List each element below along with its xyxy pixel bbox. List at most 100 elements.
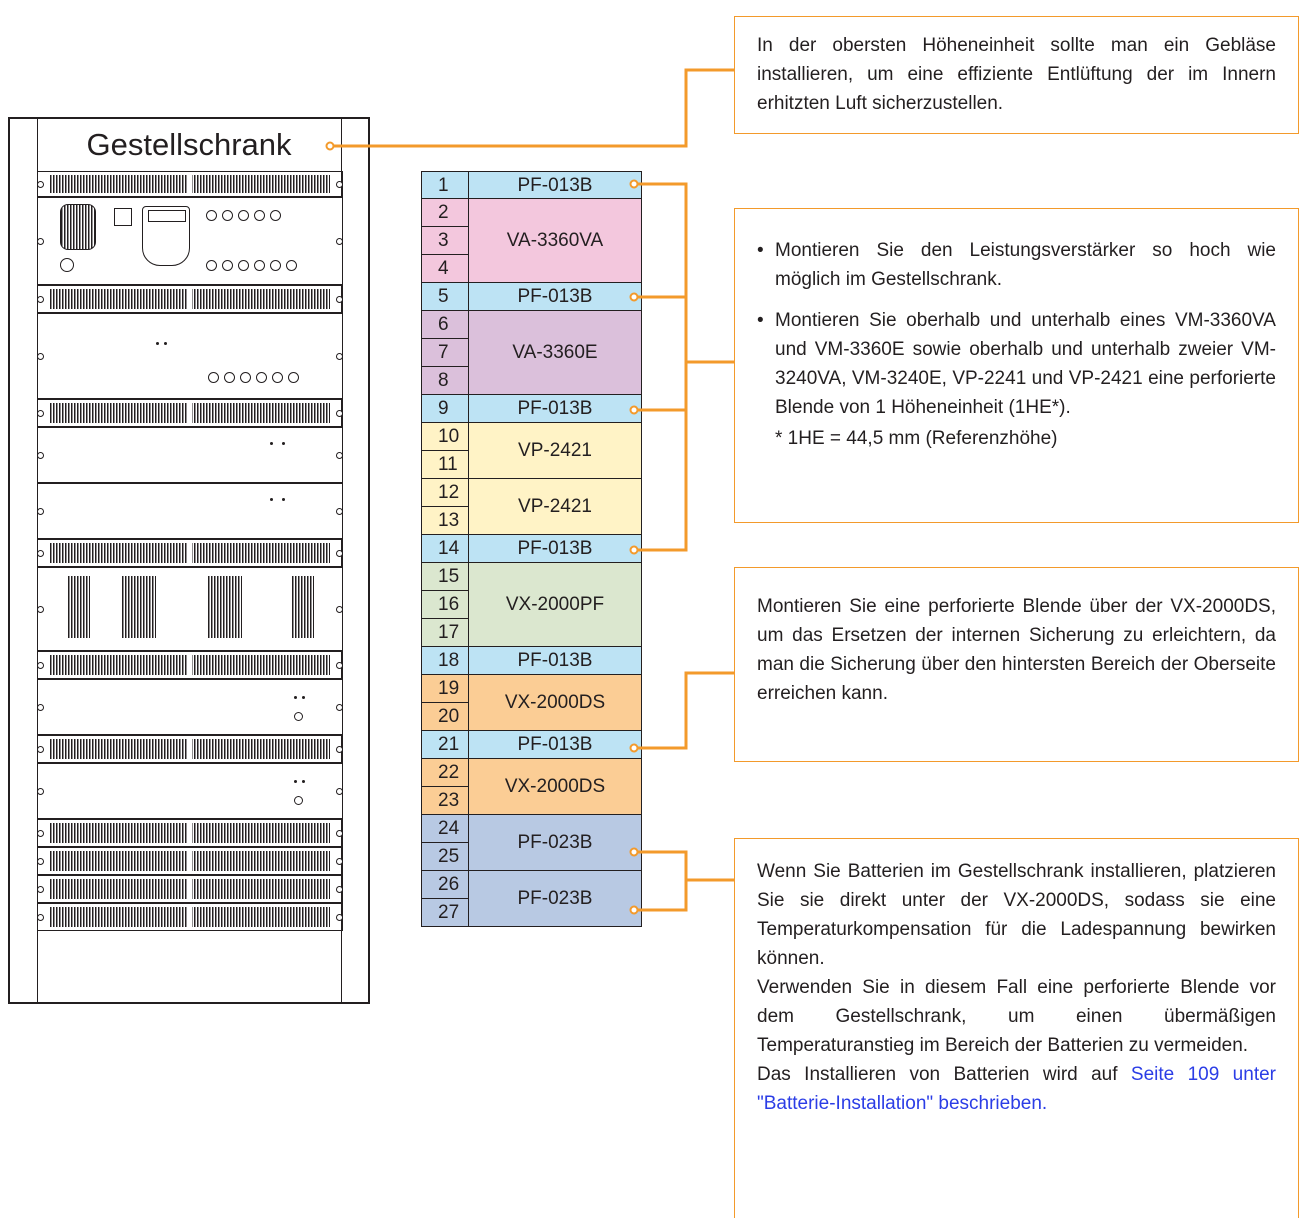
- indicator-dot: [294, 696, 297, 699]
- screw-icon: [336, 508, 343, 515]
- unit-model: VX-2000DS: [468, 758, 642, 815]
- rack-unit-vent: [37, 847, 343, 875]
- screw-icon: [37, 181, 44, 188]
- unit-number: 12: [421, 478, 469, 507]
- rack-unit-battery-charger: [37, 763, 343, 819]
- vent-grille: [208, 576, 242, 638]
- unit-number: 2: [421, 198, 469, 227]
- rack-unit-vent: [37, 539, 343, 567]
- note-fan: In der obersten Höheneinheit sollte man …: [734, 16, 1299, 134]
- indicator-dot: [156, 342, 159, 345]
- note-amplifier: • Montieren Sie den Leistungsverstärker s…: [734, 208, 1299, 523]
- unit-number: 25: [421, 842, 469, 871]
- rack-unit-power-supply: [37, 567, 343, 651]
- unit-number: 22: [421, 758, 469, 787]
- unit-model: PF-023B: [468, 814, 642, 871]
- screw-icon: [37, 746, 44, 753]
- screw-icon: [336, 296, 343, 303]
- unit-model: PF-013B: [468, 534, 642, 563]
- rack-rail-right: [341, 119, 342, 1002]
- unit-number: 8: [421, 366, 469, 395]
- note-fuse-text: Montieren Sie eine perforierte Blende üb…: [757, 596, 1276, 704]
- screw-icon: [37, 550, 44, 557]
- unit-number: 27: [421, 898, 469, 927]
- rack-unit-amplifier: [37, 313, 343, 399]
- volume-knob-icon: [222, 260, 233, 271]
- fuse-holder-icon: [294, 712, 303, 721]
- screw-icon: [37, 830, 44, 837]
- rack-unit-vent: [37, 875, 343, 903]
- screw-icon: [336, 452, 343, 459]
- volume-knob-icon: [256, 372, 267, 383]
- screw-icon: [37, 704, 44, 711]
- volume-knob-icon: [254, 210, 265, 221]
- screw-icon: [37, 452, 44, 459]
- note-fan-text: In der obersten Höheneinheit sollte man …: [757, 35, 1276, 114]
- unit-model: VX-2000PF: [468, 562, 642, 647]
- screw-icon: [37, 662, 44, 669]
- unit-number: 17: [421, 618, 469, 647]
- volume-knob-icon: [286, 260, 297, 271]
- note-battery-reference-text: Das Installieren von Batterien wird auf: [757, 1064, 1131, 1085]
- unit-number: 19: [421, 674, 469, 703]
- page-reference-link[interactable]: Seite 109 unter "Batterie-Installation" …: [757, 1064, 1276, 1114]
- volume-knob-icon: [240, 372, 251, 383]
- keypad-panel: [142, 206, 190, 266]
- screw-icon: [336, 606, 343, 613]
- note-amp-bullet: • Montieren Sie den Leistungsverstärker s…: [757, 236, 1276, 294]
- unit-number: 14: [421, 534, 469, 563]
- note-battery-reference: Das Installieren von Batterien wird auf …: [757, 1060, 1276, 1118]
- rack-unit-processor: [37, 427, 343, 483]
- screw-icon: [37, 886, 44, 893]
- fuse-holder-icon: [294, 796, 303, 805]
- rack-unit-vent: [37, 735, 343, 763]
- note-battery-text: Verwenden Sie in diesem Fall eine perfor…: [757, 977, 1276, 1056]
- rack-unit-vent: [37, 399, 343, 427]
- indicator-dot: [270, 442, 273, 445]
- note-fuse: Montieren Sie eine perforierte Blende üb…: [734, 567, 1299, 762]
- unit-model: VA-3360E: [468, 310, 642, 395]
- display-window: [148, 210, 186, 222]
- screw-icon: [336, 788, 343, 795]
- note-amp-bullet-text: Montieren Sie den Leistungsverstärker so…: [775, 240, 1276, 290]
- unit-model: PF-023B: [468, 870, 642, 927]
- unit-number: 15: [421, 562, 469, 591]
- indicator-dot: [302, 780, 305, 783]
- rack-unit-battery-charger: [37, 679, 343, 735]
- vent-grille: [68, 576, 90, 638]
- volume-knob-icon: [272, 372, 283, 383]
- vent-grille: [292, 576, 314, 638]
- screw-icon: [37, 238, 44, 245]
- unit-number: 16: [421, 590, 469, 619]
- rack-unit-processor: [37, 483, 343, 539]
- power-switch-icon: [114, 208, 132, 226]
- note-battery: Wenn Sie Batterien im Gestellschrank ins…: [734, 838, 1299, 1218]
- rack-unit-vent: [37, 903, 343, 931]
- volume-knob-icon: [222, 210, 233, 221]
- screw-icon: [37, 914, 44, 921]
- rack-unit-vent: [37, 285, 343, 313]
- volume-knob-icon: [238, 210, 249, 221]
- volume-knob-icon: [208, 372, 219, 383]
- rack-cabinet: Gestellschrank: [8, 117, 370, 1004]
- volume-knob-icon: [224, 372, 235, 383]
- screw-icon: [336, 914, 343, 921]
- unit-number: 18: [421, 646, 469, 675]
- microphone-icon: [60, 204, 96, 250]
- volume-knob-icon: [270, 210, 281, 221]
- volume-knob-icon: [254, 260, 265, 271]
- volume-knob-icon: [270, 260, 281, 271]
- note-amp-bullet-text: Montieren Sie oberhalb und unterhalb ein…: [775, 310, 1276, 418]
- indicator-dot: [282, 498, 285, 501]
- bullet-icon: •: [757, 240, 764, 261]
- rack-unit-vent: [37, 651, 343, 679]
- screw-icon: [336, 886, 343, 893]
- volume-knob-icon: [206, 210, 217, 221]
- rack-unit-vent: [37, 171, 343, 197]
- screw-icon: [37, 410, 44, 417]
- indicator-dot: [302, 696, 305, 699]
- note-amp-footnote: * 1HE = 44,5 mm (Referenzhöhe): [775, 428, 1058, 449]
- unit-number: 26: [421, 870, 469, 899]
